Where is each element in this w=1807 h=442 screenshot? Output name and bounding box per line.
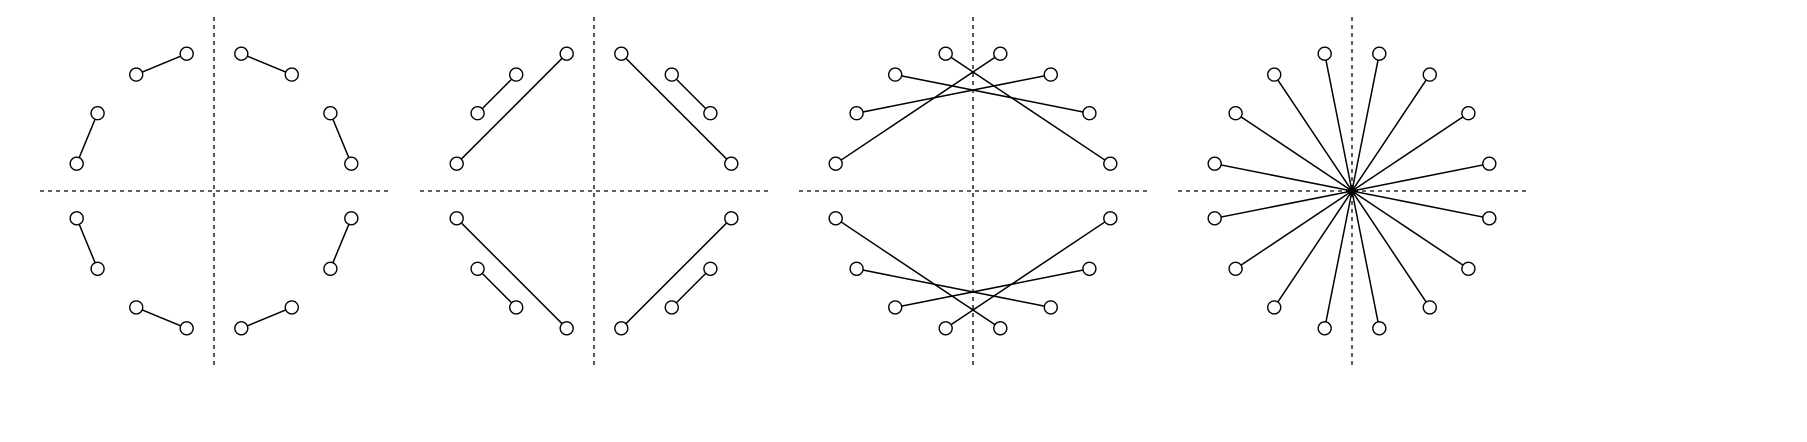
node bbox=[614, 321, 629, 336]
node bbox=[703, 106, 718, 121]
node bbox=[724, 156, 739, 171]
panel-3 bbox=[799, 17, 1147, 365]
node bbox=[1422, 300, 1437, 315]
node bbox=[1228, 261, 1243, 276]
node bbox=[1482, 156, 1497, 171]
node bbox=[449, 156, 464, 171]
edge bbox=[329, 112, 353, 164]
node bbox=[1103, 211, 1118, 226]
node bbox=[888, 67, 903, 82]
node bbox=[1103, 156, 1118, 171]
node bbox=[828, 211, 843, 226]
node bbox=[1317, 46, 1332, 61]
edge bbox=[477, 268, 517, 308]
node bbox=[559, 46, 574, 61]
node bbox=[1422, 67, 1437, 82]
edge bbox=[835, 217, 1001, 329]
node bbox=[1372, 321, 1387, 336]
node bbox=[1372, 46, 1387, 61]
node bbox=[1482, 211, 1497, 226]
node bbox=[724, 211, 739, 226]
node bbox=[849, 106, 864, 121]
edge bbox=[75, 218, 99, 270]
edge bbox=[75, 112, 99, 164]
node bbox=[284, 67, 299, 82]
edge bbox=[671, 268, 711, 308]
edge bbox=[241, 52, 293, 76]
node bbox=[179, 321, 194, 336]
node bbox=[559, 321, 574, 336]
node bbox=[323, 106, 338, 121]
node bbox=[234, 321, 249, 336]
node bbox=[664, 67, 679, 82]
node bbox=[69, 211, 84, 226]
node bbox=[1207, 156, 1222, 171]
node bbox=[470, 261, 485, 276]
edge bbox=[1214, 162, 1490, 220]
node bbox=[470, 106, 485, 121]
edge bbox=[456, 53, 568, 165]
node bbox=[888, 300, 903, 315]
node bbox=[284, 300, 299, 315]
edge bbox=[671, 74, 711, 114]
panel-2 bbox=[420, 17, 768, 365]
node bbox=[993, 46, 1008, 61]
edge bbox=[477, 74, 517, 114]
edge bbox=[329, 218, 353, 270]
node bbox=[938, 321, 953, 336]
node bbox=[828, 156, 843, 171]
panel-4 bbox=[1178, 17, 1526, 365]
node bbox=[1461, 106, 1476, 121]
node bbox=[1043, 67, 1058, 82]
edge bbox=[895, 73, 1090, 114]
edge bbox=[241, 306, 293, 330]
node bbox=[1082, 261, 1097, 276]
edge bbox=[856, 73, 1051, 114]
node bbox=[1267, 67, 1282, 82]
node bbox=[344, 211, 359, 226]
edge bbox=[135, 306, 187, 330]
node bbox=[179, 46, 194, 61]
node bbox=[1043, 300, 1058, 315]
edge bbox=[895, 268, 1090, 309]
node bbox=[509, 300, 524, 315]
node bbox=[69, 156, 84, 171]
node bbox=[344, 156, 359, 171]
node bbox=[1207, 211, 1222, 226]
node bbox=[993, 321, 1008, 336]
node bbox=[1267, 300, 1282, 315]
node bbox=[323, 261, 338, 276]
panel-1 bbox=[40, 17, 388, 365]
node bbox=[614, 46, 629, 61]
node bbox=[449, 211, 464, 226]
node bbox=[849, 261, 864, 276]
edge bbox=[856, 268, 1051, 309]
node bbox=[938, 46, 953, 61]
node bbox=[1228, 106, 1243, 121]
edge bbox=[620, 217, 732, 329]
node bbox=[234, 46, 249, 61]
edge bbox=[135, 52, 187, 76]
node bbox=[129, 300, 144, 315]
node bbox=[664, 300, 679, 315]
node bbox=[1082, 106, 1097, 121]
node bbox=[1461, 261, 1476, 276]
node bbox=[90, 106, 105, 121]
node bbox=[509, 67, 524, 82]
node bbox=[1317, 321, 1332, 336]
node bbox=[129, 67, 144, 82]
node bbox=[703, 261, 718, 276]
node bbox=[90, 261, 105, 276]
edge bbox=[620, 53, 732, 165]
edge bbox=[456, 217, 568, 329]
edge bbox=[945, 53, 1111, 165]
